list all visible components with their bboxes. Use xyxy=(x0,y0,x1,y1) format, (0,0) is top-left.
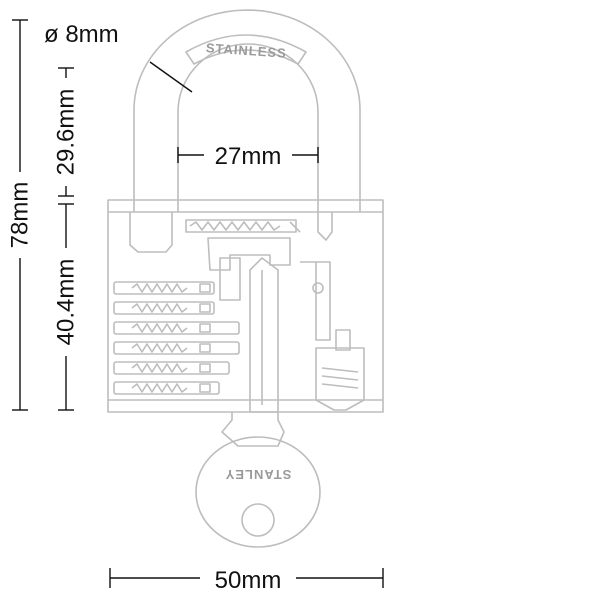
key-shoulder xyxy=(221,412,285,447)
key-bow xyxy=(195,436,321,548)
lock-body xyxy=(107,199,384,413)
spring-pin xyxy=(289,221,301,233)
pin-tumblers xyxy=(113,281,240,395)
shackle-clearance-label: 29.6mm xyxy=(53,89,80,176)
latch-spring xyxy=(321,367,359,389)
latch-spring-housing xyxy=(315,347,365,411)
pin-row xyxy=(113,321,240,335)
locking-spring xyxy=(189,221,281,231)
body-height-label: 40.4mm xyxy=(53,259,80,346)
pin-row xyxy=(113,301,215,315)
body-width-label: 50mm xyxy=(215,567,282,594)
locking-spring-housing xyxy=(185,219,297,233)
key-blade xyxy=(249,257,279,413)
diameter-label: ø 8mm xyxy=(44,21,119,48)
shackle-engraving: STAINLESS xyxy=(205,40,287,61)
key-hole xyxy=(241,503,275,537)
shackle-outer xyxy=(133,9,361,212)
pin-row xyxy=(113,341,240,355)
right-latch-housing xyxy=(300,261,331,341)
cam xyxy=(219,257,241,301)
total-height-label: 78mm xyxy=(7,182,34,249)
pin-row xyxy=(113,381,220,395)
latch-pin xyxy=(335,329,351,351)
shackle xyxy=(133,9,361,212)
plug-housing xyxy=(207,237,291,271)
padlock-drawing xyxy=(107,9,384,548)
pin-row xyxy=(113,361,230,375)
shackle-inner xyxy=(177,43,319,212)
body-outline xyxy=(107,199,384,413)
key-engraving: STANLEY xyxy=(225,467,292,482)
pin-row xyxy=(113,281,215,295)
shackle-left-foot xyxy=(129,212,173,253)
key xyxy=(195,412,321,548)
shackle-right-foot xyxy=(317,212,333,241)
shackle-badge xyxy=(185,34,307,65)
inner-width-label: 27mm xyxy=(215,143,282,170)
diameter-leader xyxy=(149,61,193,93)
latch-rivet xyxy=(312,282,324,294)
